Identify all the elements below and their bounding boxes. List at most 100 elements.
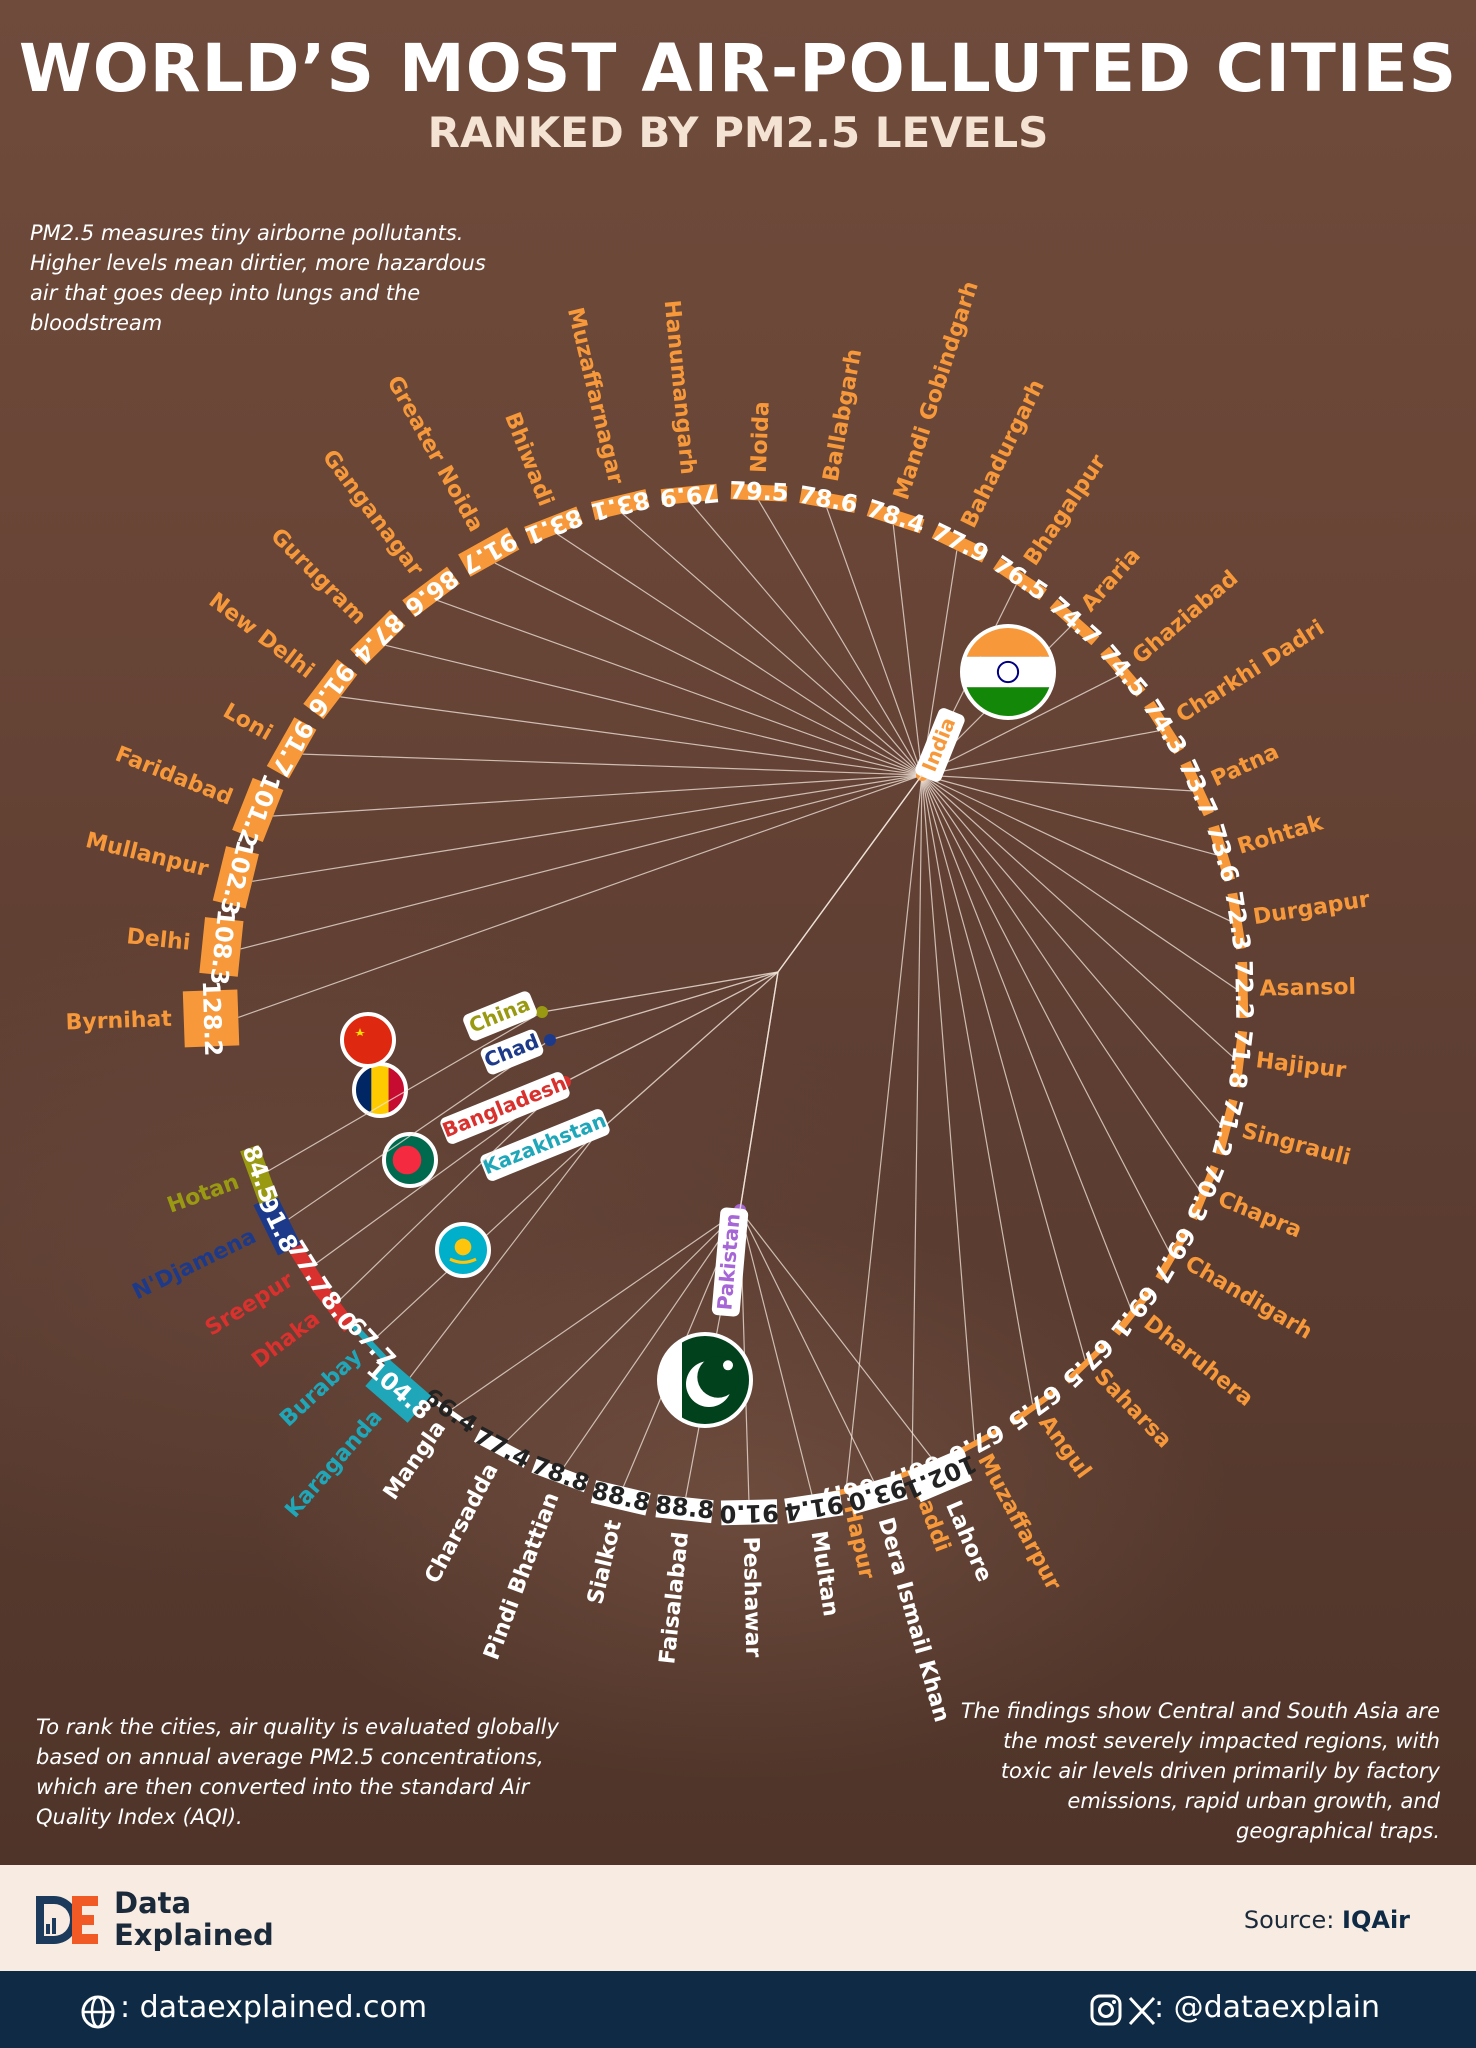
city-name-label: Dharuhera bbox=[1139, 1311, 1258, 1412]
city-bar bbox=[730, 483, 788, 502]
pakistan-flag-icon bbox=[657, 1332, 753, 1428]
city-value-label: 72.3 bbox=[1219, 889, 1256, 952]
chad-flag-icon bbox=[352, 1062, 408, 1118]
city-bar bbox=[531, 1458, 590, 1493]
hub-dot-chad bbox=[544, 1034, 556, 1046]
city-bar bbox=[655, 1494, 714, 1524]
footer-brand-bar bbox=[0, 1865, 1476, 1971]
city-value-label: 78.8 bbox=[528, 1451, 593, 1498]
city-bar bbox=[993, 558, 1047, 601]
city-bar bbox=[303, 659, 358, 720]
kazakhstan-flag-icon bbox=[435, 1222, 491, 1278]
city-value-label: 91.0 bbox=[719, 1499, 779, 1528]
city-connector bbox=[921, 675, 1119, 776]
city-name-label: Chapra bbox=[1214, 1187, 1305, 1244]
city-connector bbox=[273, 774, 923, 817]
country-label-india: India bbox=[915, 708, 965, 782]
city-bar bbox=[799, 488, 857, 513]
social-handle[interactable]: : @dataexplain bbox=[1153, 1990, 1380, 2025]
city-connector bbox=[921, 550, 958, 776]
city-name-label: Patna bbox=[1208, 740, 1283, 793]
bangladesh-flag-icon bbox=[382, 1132, 438, 1188]
city-name-label: Araria bbox=[1077, 543, 1146, 616]
city-connector bbox=[845, 774, 923, 1489]
city-connector bbox=[921, 774, 976, 1441]
city-connector bbox=[921, 774, 1171, 1253]
website-link[interactable]: : dataexplained.com bbox=[120, 1990, 428, 2025]
city-name-label: Faridabad bbox=[112, 742, 236, 811]
background-photo bbox=[0, 0, 1476, 1865]
source-label: Source: bbox=[1243, 1906, 1335, 1934]
city-name-label: Bhiwadi bbox=[499, 409, 558, 510]
city-name-label: Bahadurgarh bbox=[957, 376, 1050, 532]
city-bar bbox=[266, 717, 317, 779]
city-name-label: New Delhi bbox=[204, 588, 319, 684]
city-connector bbox=[302, 753, 923, 776]
city-connector bbox=[921, 774, 1193, 792]
city-bar bbox=[253, 1194, 301, 1256]
city-connector bbox=[238, 774, 923, 1019]
logo-text-line2: Explained bbox=[114, 1918, 274, 1952]
city-value-label: 78.4 bbox=[863, 494, 928, 539]
city-bar-group: 128.2 Byrnihat bbox=[65, 980, 240, 1057]
city-name-label: Faisalabad bbox=[655, 1531, 694, 1666]
city-name-label: Asansol bbox=[1259, 975, 1356, 1002]
city-connector bbox=[494, 562, 923, 776]
city-bar bbox=[1180, 760, 1214, 817]
city-bar bbox=[458, 527, 520, 577]
city-value-label: 88.8 bbox=[654, 1491, 716, 1525]
city-name-label: Dhaka bbox=[247, 1306, 325, 1373]
city-bar bbox=[1208, 825, 1236, 882]
city-bar bbox=[907, 1449, 973, 1503]
hub-connector-kazakhstan bbox=[597, 971, 779, 1133]
city-connector bbox=[921, 774, 1217, 856]
city-name-label: Hanumangarh bbox=[659, 299, 701, 476]
china-flag-icon bbox=[340, 1012, 396, 1068]
city-value-label: 72.2 bbox=[1229, 960, 1258, 1020]
city-connector bbox=[921, 774, 1086, 1361]
city-name-label: Saharsa bbox=[1089, 1364, 1176, 1453]
city-connector bbox=[739, 1209, 813, 1495]
city-bar bbox=[660, 483, 718, 505]
source-credit: Source: IQAir bbox=[1244, 1906, 1410, 1934]
city-bar bbox=[1214, 1098, 1238, 1156]
city-bar bbox=[1113, 1287, 1155, 1336]
stem-connector bbox=[777, 774, 923, 973]
city-bar bbox=[212, 846, 259, 909]
city-connector bbox=[826, 507, 923, 776]
data-explained-logo-icon bbox=[36, 1896, 98, 1944]
city-bar bbox=[240, 1144, 278, 1205]
city-bar bbox=[590, 1480, 651, 1516]
city-value-label: 128.2 bbox=[197, 980, 228, 1057]
city-bar bbox=[199, 917, 244, 977]
city-name-label: Byrnihat bbox=[65, 1007, 172, 1036]
city-connector bbox=[288, 1039, 551, 1220]
city-name-label: N'Djamena bbox=[129, 1224, 261, 1305]
city-bar bbox=[348, 1320, 392, 1366]
city-connector bbox=[556, 533, 923, 776]
city-name-label: Chandigarh bbox=[1181, 1251, 1317, 1345]
city-bar bbox=[846, 1473, 908, 1515]
city-name-label: Ghaziabad bbox=[1128, 566, 1243, 669]
city-connector bbox=[385, 644, 923, 776]
city-value-label: 77.9 bbox=[928, 518, 994, 569]
city-name-label: Mangla bbox=[379, 1416, 451, 1505]
intro-note: PM2.5 measures tiny airborne pollutants.… bbox=[30, 221, 486, 335]
city-value-label: 79.9 bbox=[659, 479, 721, 513]
city-name-label: Hajipur bbox=[1254, 1048, 1347, 1083]
chart-title: WORLD’S MOST AIR-POLLUTED CITIES bbox=[18, 30, 1458, 107]
city-connector bbox=[689, 501, 923, 776]
city-connector bbox=[562, 1209, 741, 1469]
hub-dot-china bbox=[536, 1006, 548, 1018]
